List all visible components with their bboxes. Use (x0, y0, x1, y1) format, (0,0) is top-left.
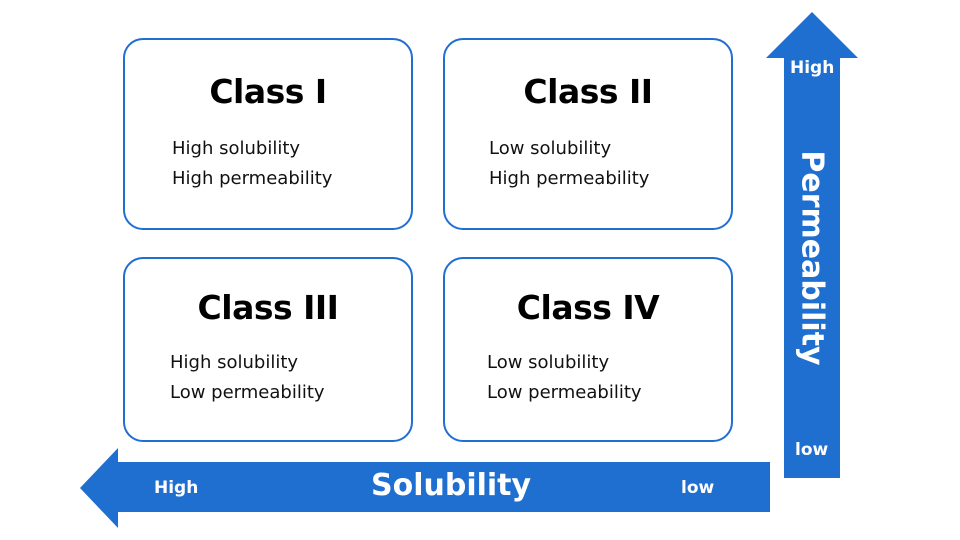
class-3-card: Class III High solubility Low permeabili… (123, 257, 413, 442)
class-2-solubility: Low solubility (489, 138, 612, 159)
solubility-axis-title: Solubility (371, 468, 532, 503)
class-4-title: Class IV (516, 288, 660, 327)
solubility-high-label: High (154, 478, 199, 498)
class-2-card: Class II Low solubility High permeabilit… (443, 38, 733, 230)
class-3-title: Class III (197, 288, 339, 327)
class-3-permeability: Low permeability (170, 382, 325, 403)
solubility-low-label: low (681, 478, 715, 498)
class-1-solubility: High solubility (172, 138, 301, 159)
class-4-card: Class IV Low solubility Low permeability (443, 257, 733, 442)
permeability-high-label: High (790, 58, 835, 78)
class-1-card: Class I High solubility High permeabilit… (123, 38, 413, 230)
class-3-solubility: High solubility (170, 352, 299, 373)
class-1-title: Class I (209, 72, 327, 111)
class-4-solubility: Low solubility (487, 352, 610, 373)
permeability-arrow (766, 12, 858, 478)
class-1-permeability: High permeability (172, 168, 333, 189)
permeability-axis-title: Permeability (794, 150, 830, 366)
class-2-permeability: High permeability (489, 168, 650, 189)
class-2-title: Class II (523, 72, 653, 111)
solubility-arrow (80, 448, 770, 528)
class-4-permeability: Low permeability (487, 382, 642, 403)
permeability-low-label: low (795, 440, 829, 460)
